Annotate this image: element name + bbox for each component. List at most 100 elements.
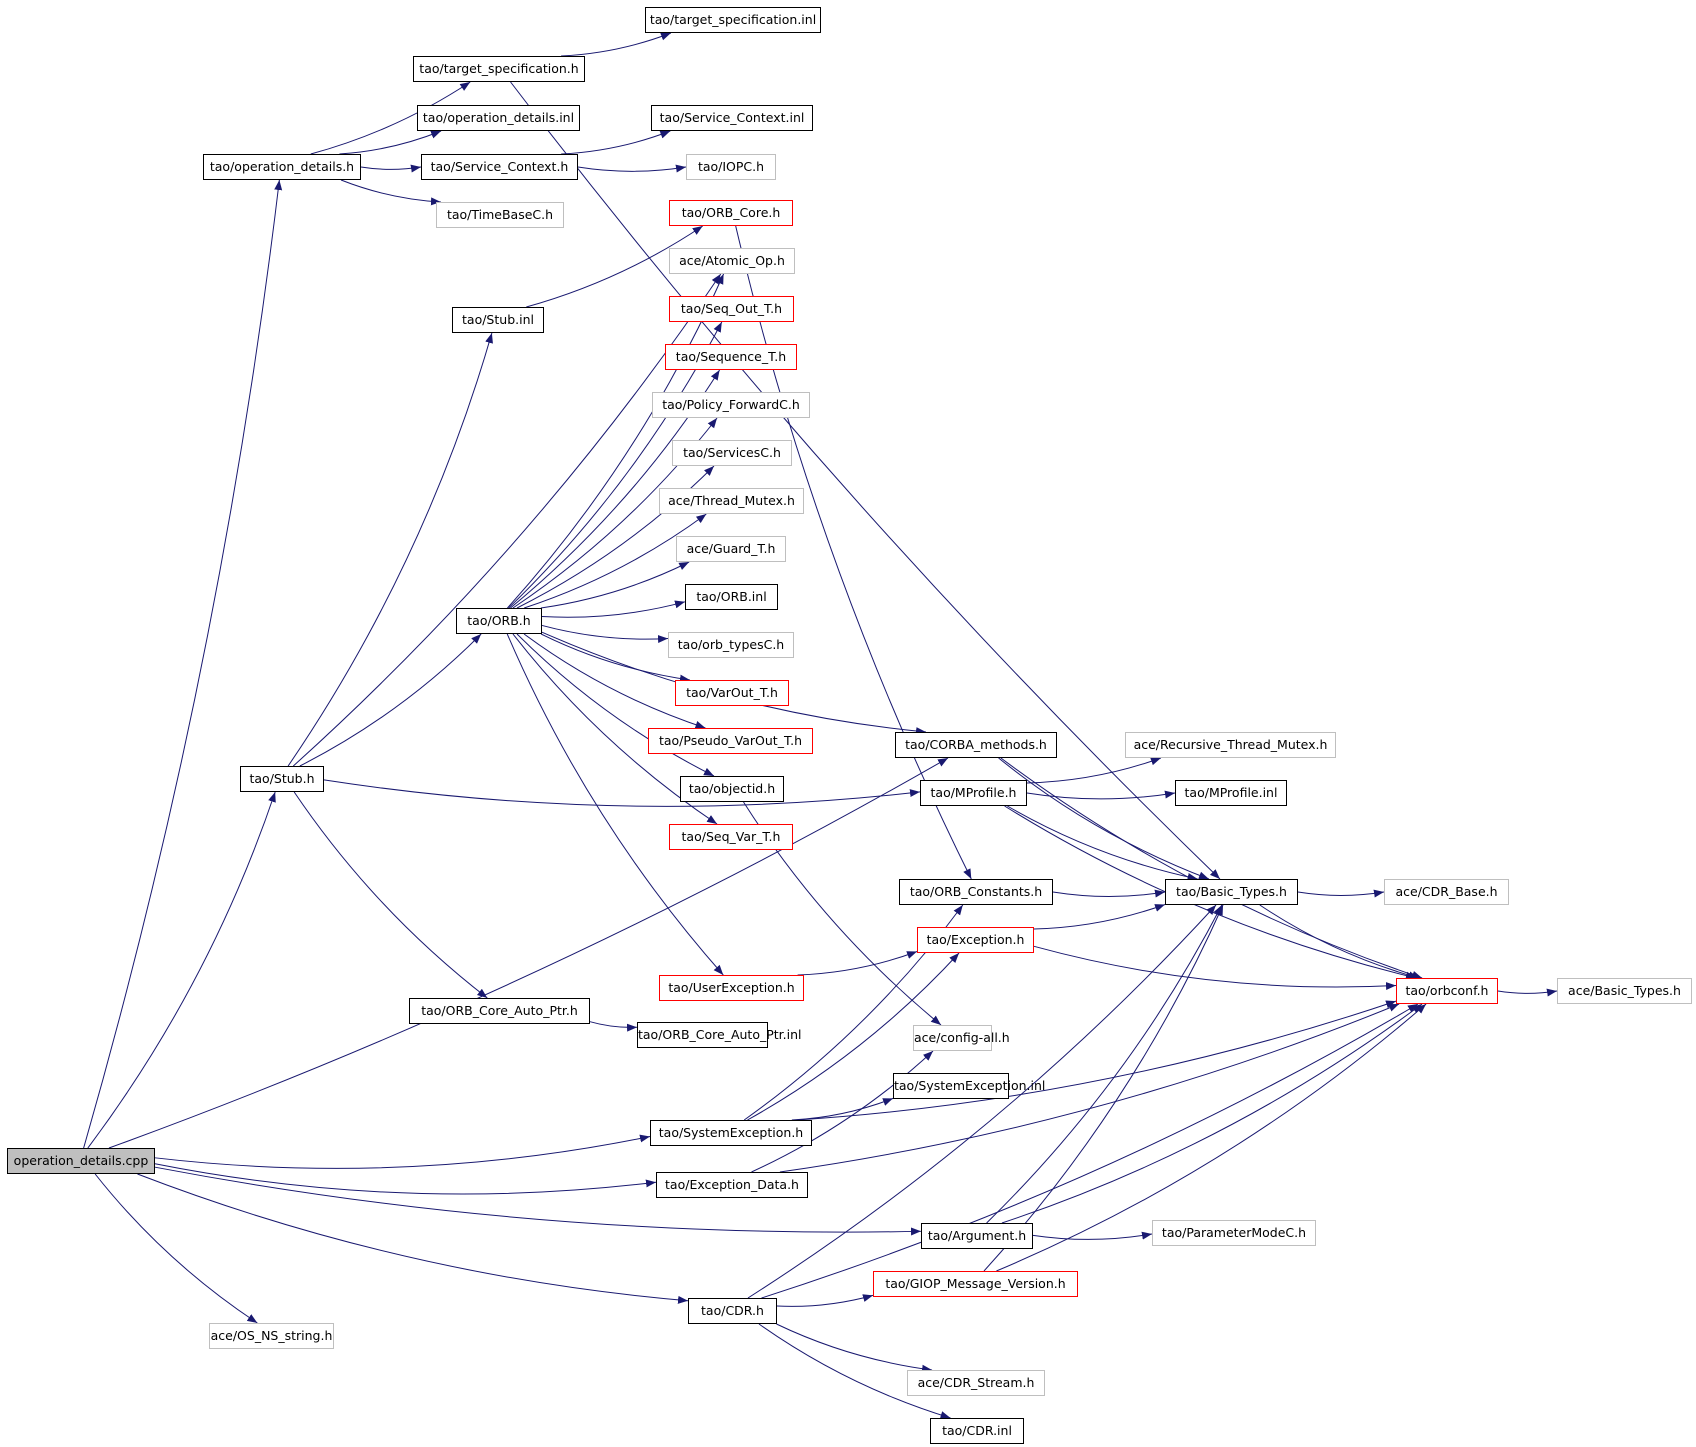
node-corba_m[interactable]: tao/CORBA_methods.h — [895, 732, 1057, 758]
node-sysexc_inl[interactable]: tao/SystemException.inl — [893, 1073, 1045, 1099]
node-timebase[interactable]: tao/TimeBaseC.h — [436, 202, 564, 228]
edge-sysexc_h-to-exc_h — [747, 952, 960, 1121]
node-stubinl[interactable]: tao/Stub.inl — [452, 307, 544, 333]
node-guard[interactable]: ace/Guard_T.h — [676, 536, 786, 562]
edge-cpp-to-cdrh — [137, 1173, 689, 1304]
edge-orbh-to-varout — [540, 633, 691, 683]
node-orbh[interactable]: tao/ORB.h — [456, 608, 542, 634]
edge-mprof_h-to-mprof_inl — [1026, 790, 1176, 800]
edge-stubh-to-stubinl — [287, 332, 493, 767]
node-seqout[interactable]: tao/Seq_Out_T.h — [669, 296, 794, 322]
node-exc_h[interactable]: tao/Exception.h — [917, 927, 1034, 953]
node-thrmutex[interactable]: ace/Thread_Mutex.h — [659, 488, 804, 514]
edge-orbh-to-services — [516, 465, 715, 609]
node-autoptr_h[interactable]: tao/ORB_Core_Auto_Ptr.h — [409, 998, 590, 1024]
node-sysexc_h[interactable]: tao/SystemException.h — [650, 1120, 812, 1146]
edge-opdet_h-to-timebase — [340, 179, 441, 206]
edge-opdet_h-to-opdet_inl — [339, 130, 442, 155]
edge-basic-to-orbconf — [1259, 904, 1419, 980]
edge-orbh-to-seqvar — [512, 633, 718, 825]
node-cdrbase[interactable]: ace/CDR_Base.h — [1384, 879, 1509, 905]
edge-cpp-to-argument — [154, 1166, 922, 1236]
edge-orbconst-to-basic — [1052, 889, 1166, 898]
edge-mprof_h-to-basic — [1007, 805, 1198, 881]
edge-excdata-to-orbconf — [779, 1003, 1400, 1173]
node-mprof_inl[interactable]: tao/MProfile.inl — [1175, 780, 1287, 806]
node-services[interactable]: tao/ServicesC.h — [672, 440, 792, 466]
edge-exc_h-to-orbconf — [1033, 945, 1397, 990]
node-orbconst[interactable]: tao/ORB_Constants.h — [899, 879, 1053, 905]
node-orbconf[interactable]: tao/orbconf.h — [1396, 978, 1498, 1004]
edge-argument-to-parammode — [1032, 1231, 1153, 1240]
edge-cdrh-to-cdrinl — [758, 1323, 951, 1419]
edge-argument-to-basic — [986, 904, 1223, 1224]
node-atomic[interactable]: ace/Atomic_Op.h — [669, 248, 795, 274]
node-varout[interactable]: tao/VarOut_T.h — [675, 680, 789, 706]
edge-mprof_h-to-recmutex — [1026, 757, 1162, 784]
edge-orbh-to-orbtypes — [541, 624, 669, 644]
node-iopc[interactable]: tao/IOPC.h — [686, 154, 776, 180]
edge-orbconf-to-acebasic — [1497, 988, 1558, 997]
edge-sc_h-to-iopc — [577, 164, 687, 173]
node-userexc[interactable]: tao/UserException.h — [659, 975, 804, 1001]
edge-excdata-to-configall — [751, 1050, 934, 1173]
node-orbcore[interactable]: tao/ORB_Core.h — [669, 200, 793, 226]
edge-opdet_h-to-sc_h — [360, 164, 422, 173]
node-orbinl[interactable]: tao/ORB.inl — [685, 584, 778, 610]
node-stubh[interactable]: tao/Stub.h — [240, 766, 324, 792]
node-cdrinl[interactable]: tao/CDR.inl — [930, 1418, 1024, 1444]
edge-orbh-to-pvarout — [523, 633, 706, 729]
node-opdet_h[interactable]: tao/operation_details.h — [203, 154, 361, 180]
node-pvarout[interactable]: tao/Pseudo_VarOut_T.h — [648, 728, 813, 754]
node-sc_h[interactable]: tao/Service_Context.h — [421, 154, 578, 180]
edge-stubh-to-autoptr_h — [293, 791, 488, 999]
edge-cdrh-to-orbconf — [761, 1003, 1419, 1299]
node-cpp[interactable]: operation_details.cpp — [7, 1148, 155, 1174]
edge-orbh-to-userexc — [506, 633, 724, 976]
edge-userexc-to-exc_h — [797, 951, 918, 976]
node-tspec_inl[interactable]: tao/target_specification.inl — [645, 7, 821, 33]
edge-orbh-to-guard — [540, 561, 690, 609]
edge-argument-to-orbconf — [1001, 1003, 1423, 1224]
edge-opdet_h-to-tspec_h — [310, 81, 471, 155]
edge-corba_m-to-basic — [998, 757, 1210, 880]
edge-stubinl-to-orbcore — [526, 225, 703, 308]
node-giop[interactable]: tao/GIOP_Message_Version.h — [873, 1271, 1078, 1297]
node-excdata[interactable]: tao/Exception_Data.h — [656, 1172, 808, 1198]
edge-orbh-to-thrmutex — [524, 513, 707, 609]
node-objectid[interactable]: tao/objectid.h — [680, 776, 784, 802]
edge-giop-to-orbconf — [996, 1003, 1427, 1272]
node-seqt[interactable]: tao/Sequence_T.h — [665, 344, 797, 370]
node-acebasic[interactable]: ace/Basic_Types.h — [1557, 978, 1692, 1004]
edge-cpp-to-excdata — [154, 1163, 657, 1195]
node-orbtypes[interactable]: tao/orb_typesC.h — [668, 632, 794, 658]
edge-cdrh-to-cdrstream — [776, 1323, 933, 1373]
edge-cpp-to-stubh — [87, 791, 276, 1149]
edge-cdrh-to-basic — [747, 904, 1217, 1299]
node-opdet_inl[interactable]: tao/operation_details.inl — [417, 105, 580, 131]
edge-cpp-to-corba_m — [108, 757, 949, 1149]
node-cdrstream[interactable]: ace/CDR_Stream.h — [907, 1370, 1045, 1396]
node-parammode[interactable]: tao/ParameterModeC.h — [1152, 1220, 1316, 1246]
node-osstring[interactable]: ace/OS_NS_string.h — [209, 1323, 334, 1349]
node-argument[interactable]: tao/Argument.h — [921, 1223, 1033, 1249]
node-basic[interactable]: tao/Basic_Types.h — [1165, 879, 1298, 905]
edge-stubh-to-mprof_h — [323, 779, 921, 807]
node-mprof_h[interactable]: tao/MProfile.h — [920, 780, 1027, 806]
edge-stubh-to-orbh — [299, 633, 482, 767]
node-recmutex[interactable]: ace/Recursive_Thread_Mutex.h — [1125, 732, 1336, 758]
edge-cpp-to-osstring — [94, 1173, 258, 1324]
node-configall[interactable]: ace/config-all.h — [913, 1025, 1010, 1051]
node-autoptr_inl[interactable]: tao/ORB_Core_Auto_Ptr.inl — [637, 1022, 802, 1048]
node-cdrh[interactable]: tao/CDR.h — [688, 1298, 777, 1324]
edge-mprof_h-to-orbconf — [1004, 805, 1417, 980]
edge-tspec_h-to-basic — [510, 81, 1221, 880]
node-seqvar[interactable]: tao/Seq_Var_T.h — [669, 824, 793, 850]
node-tspec_h[interactable]: tao/target_specification.h — [413, 56, 585, 82]
edge-sysexc_h-to-orbconf — [796, 1000, 1397, 1121]
node-sc_inl[interactable]: tao/Service_Context.inl — [651, 105, 813, 131]
node-polfwd[interactable]: tao/Policy_ForwardC.h — [652, 392, 810, 418]
edge-tspec_h-to-tspec_inl — [561, 32, 672, 57]
